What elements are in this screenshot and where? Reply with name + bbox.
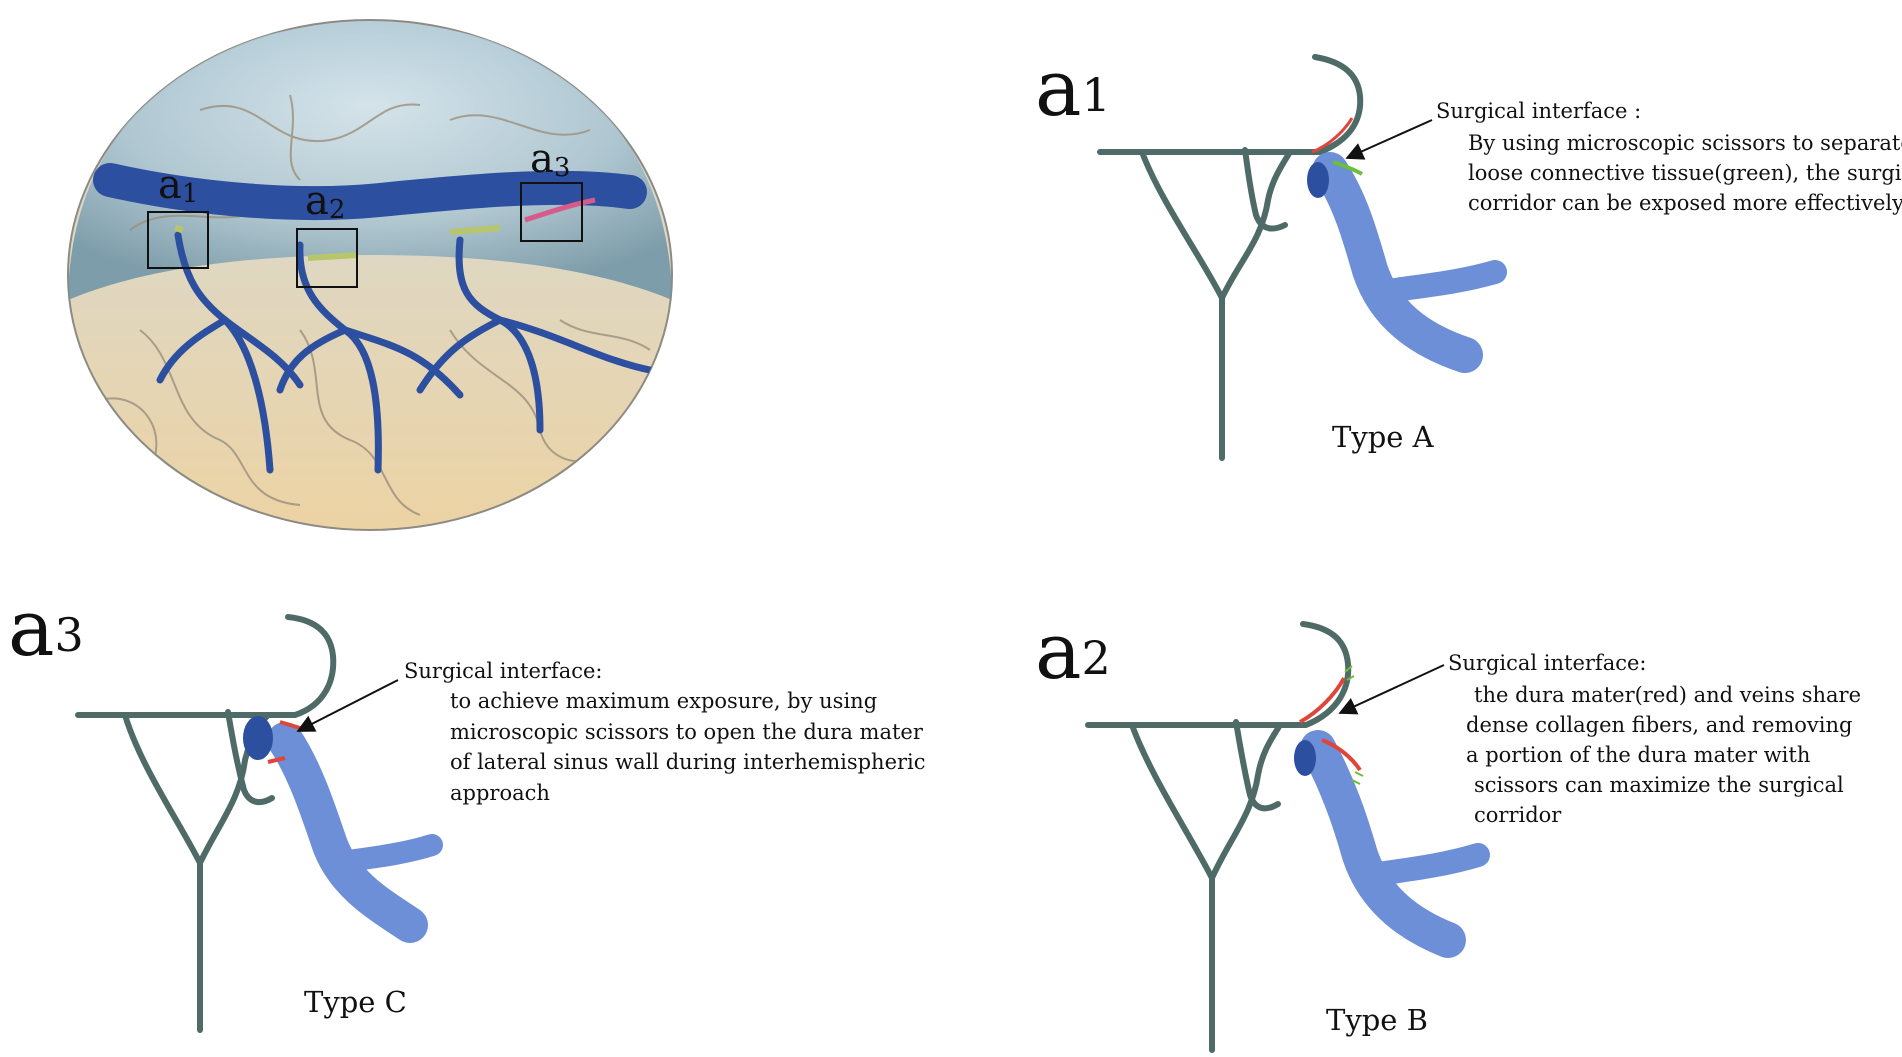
interface-green-a2-upper — [1344, 665, 1355, 681]
interface-red-a2-upper — [1299, 677, 1346, 724]
panel-a3-line-1: to achieve maximum exposure, by using — [450, 689, 877, 713]
panel-a2-line-1: the dura mater(red) and veins share — [1474, 683, 1861, 707]
vein-a3 — [267, 722, 428, 943]
panel-a1-label: a1 — [1035, 44, 1111, 134]
vein-orifice-a3 — [243, 716, 273, 760]
panel-a2-line-4: scissors can maximize the surgical — [1474, 773, 1844, 797]
panel-a3-line-3: of lateral sinus wall during interhemisp… — [450, 750, 926, 774]
box-a2 — [296, 228, 358, 288]
superior-sagittal-sinus — [93, 163, 647, 221]
panel-a3-label: a3 — [8, 584, 84, 674]
interface-red-a2-lower — [1321, 738, 1362, 772]
panel-a2-type: Type B — [1326, 1003, 1428, 1037]
panel-a3-type: Type C — [304, 985, 407, 1019]
dura-skeleton-a3 — [75, 614, 337, 1033]
panel-a1-line-1: By using microscopic scissors to separat… — [1468, 131, 1902, 155]
panel-a3-title: Surgical interface: — [404, 659, 603, 683]
vein-orifice-a2 — [1294, 740, 1316, 776]
cortical-veins — [156, 231, 654, 474]
brain-overview: a1 a2 a3 — [67, 19, 673, 531]
overview-label-a2: a2 — [305, 178, 345, 225]
box-a1 — [147, 211, 209, 269]
panel-a3: a3 Surgical interface: to achieve maximu… — [8, 584, 926, 1033]
box-a3 — [520, 182, 583, 242]
dura-skeleton-a2 — [1085, 621, 1352, 1053]
overview-label-a1: a1 — [158, 162, 198, 209]
interface-green-a2 — [307, 252, 359, 261]
panel-a3-line-4: approach — [450, 781, 550, 805]
dura-skeleton-a1 — [1097, 54, 1364, 461]
panel-a1: a1 Surgical interface : By using microsc… — [1035, 44, 1902, 461]
interface-red-a3-lower — [267, 756, 286, 764]
panel-a2-label: a2 — [1035, 607, 1111, 697]
arrow-a1 — [1345, 119, 1433, 160]
vein-a1-branch — [1383, 260, 1507, 302]
panel-a2-line-2: dense collagen fibers, and removing — [1466, 713, 1852, 737]
vein-a2-branch — [1373, 843, 1490, 885]
panel-a1-type: Type A — [1332, 420, 1435, 454]
panel-a2-line-3: a portion of the dura mater with — [1466, 743, 1810, 767]
panel-a2-title: Surgical interface: — [1448, 651, 1647, 675]
panel-a1-line-2: loose connective tissue(green), the surg… — [1468, 161, 1902, 185]
vein-a1 — [1312, 152, 1483, 373]
vein-a2 — [1300, 730, 1466, 958]
panel-a3-line-2: microscopic scissors to open the dura ma… — [450, 720, 924, 744]
interface-green-a3 — [449, 225, 501, 235]
panel-a2: a2 Surgical interface: the dura mater(re… — [1035, 607, 1861, 1053]
interface-green-a2-lower — [1351, 771, 1364, 785]
overview-label-a3: a3 — [530, 136, 570, 183]
panel-a2-line-5: corridor — [1474, 803, 1562, 827]
interface-red-a3 — [524, 197, 596, 223]
vein-orifice-a1 — [1307, 162, 1329, 198]
interface-red-a1 — [1311, 117, 1354, 154]
arrow-a2 — [1338, 664, 1445, 715]
interface-green-a1 — [1332, 160, 1363, 176]
arrow-a3 — [296, 679, 399, 732]
panel-a1-title: Surgical interface : — [1436, 99, 1641, 123]
vein-a3-branch — [344, 834, 443, 871]
panel-a1-line-3: corridor can be exposed more effectively… — [1468, 191, 1902, 215]
